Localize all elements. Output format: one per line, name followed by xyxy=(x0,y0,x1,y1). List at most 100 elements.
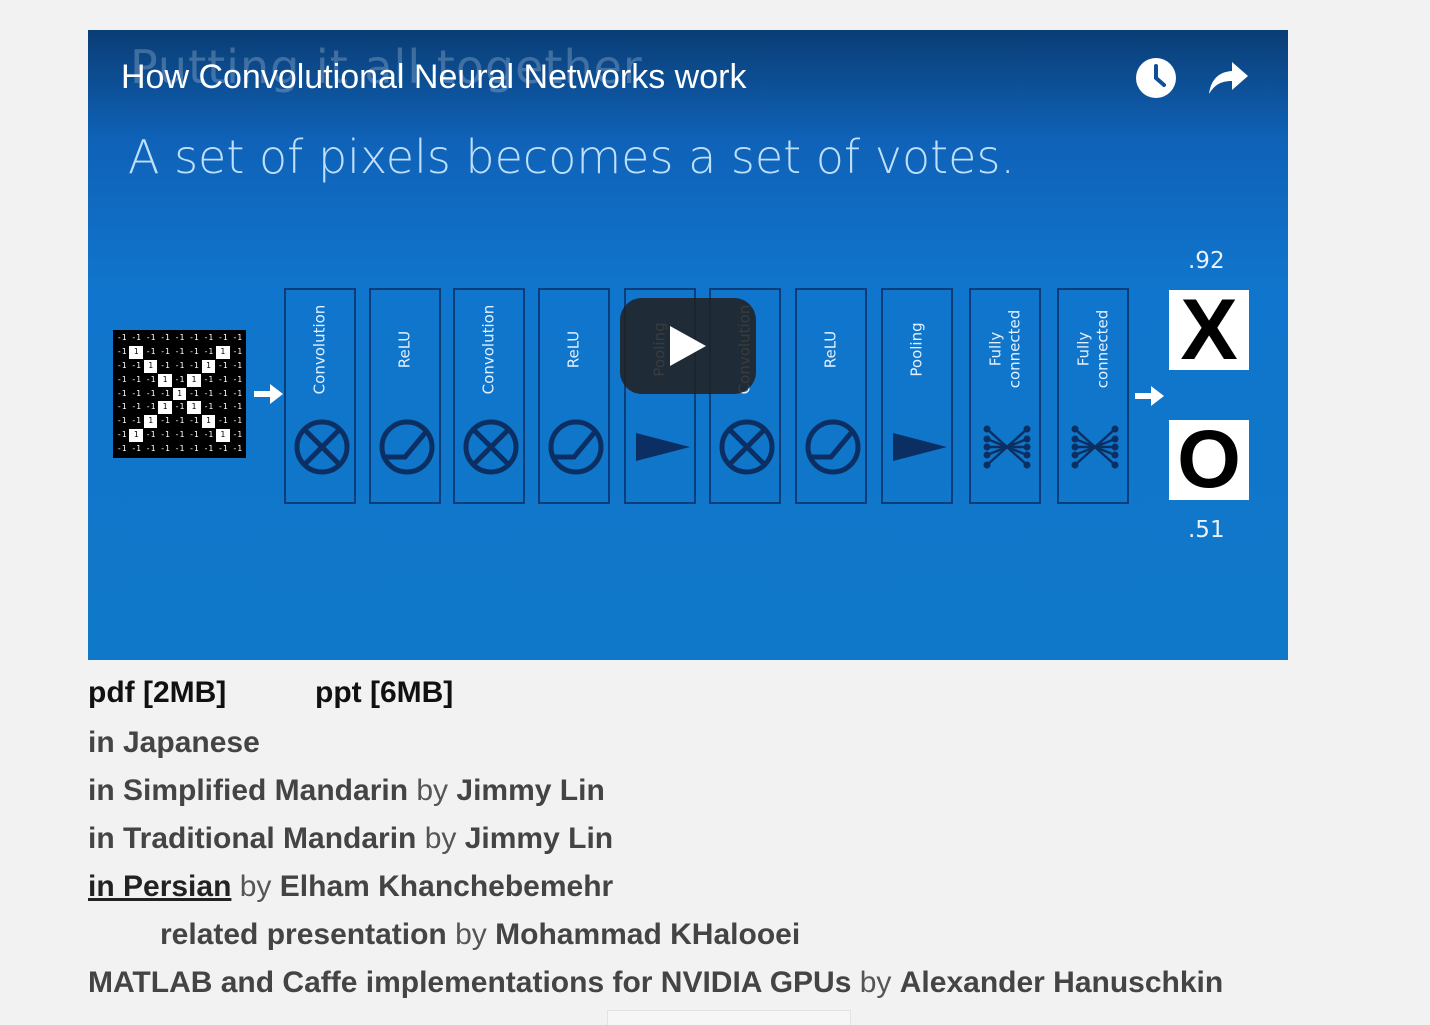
layer-fully-connected: Fully connected xyxy=(1057,288,1129,504)
pixel-cell: -1 xyxy=(116,388,127,398)
pixel-cell: 1 xyxy=(201,359,216,373)
pixel-cell: -1 xyxy=(145,388,156,398)
layer-label: ReLU xyxy=(797,290,865,408)
layer-label: Convolution xyxy=(455,290,523,408)
jimmy-lin-link[interactable]: Jimmy Lin xyxy=(456,774,605,807)
pixel-cell: -1 xyxy=(174,374,185,384)
pixel-cell: -1 xyxy=(116,444,127,454)
layer-fully-connected: Fully connected xyxy=(969,288,1041,504)
layer-relu: ReLU xyxy=(369,288,441,504)
play-button[interactable] xyxy=(620,298,756,394)
pixel-cell: 1 xyxy=(129,429,143,443)
clock-icon[interactable] xyxy=(1135,57,1177,99)
pixel-cell: -1 xyxy=(116,374,127,384)
pixel-cell: -1 xyxy=(203,388,214,398)
pdf-download-link[interactable]: pdf [2MB] xyxy=(88,676,227,709)
persian-link[interactable]: in Persian xyxy=(88,870,232,903)
alexander-link[interactable]: Alexander Hanuschkin xyxy=(899,966,1224,999)
pixel-cell: -1 xyxy=(116,430,127,440)
pixel-cell: -1 xyxy=(145,402,156,412)
pixel-cell: -1 xyxy=(232,374,243,384)
by-text: by xyxy=(416,774,449,807)
layer-label: Fully connected xyxy=(1059,290,1127,408)
related-presentation-link[interactable]: related presentation xyxy=(160,918,447,951)
relu-icon xyxy=(379,419,435,475)
pixel-cell: -1 xyxy=(218,402,228,412)
pixel-cell: -1 xyxy=(232,360,243,370)
pixel-cell: 1 xyxy=(201,415,216,429)
share-arrow-icon[interactable] xyxy=(1206,58,1250,98)
layer-label: ReLU xyxy=(540,290,608,408)
pixel-cell: -1 xyxy=(203,402,214,412)
pixel-cell: -1 xyxy=(174,402,185,412)
japanese-link[interactable]: in Japanese xyxy=(88,726,260,759)
pixel-cell: -1 xyxy=(203,333,214,342)
pixel-cell: 1 xyxy=(187,401,201,415)
pixel-cell: -1 xyxy=(174,444,185,454)
ppt-download-link[interactable]: ppt [6MB] xyxy=(315,676,454,709)
layer-convolution: Convolution xyxy=(453,288,525,504)
video-player[interactable]: Putting it all together How Convolutiona… xyxy=(88,30,1288,660)
jimmy-lin-link[interactable]: Jimmy Lin xyxy=(464,822,614,855)
pixel-cell: -1 xyxy=(203,374,214,384)
layer-relu: ReLU xyxy=(795,288,867,504)
pixel-cell: -1 xyxy=(232,388,243,398)
pixel-cell: 1 xyxy=(158,373,172,387)
layer-label: Pooling xyxy=(883,290,951,408)
convolution-icon xyxy=(719,419,775,475)
layer-label-text: Pooling xyxy=(907,321,926,377)
slide-subtitle: A set of pixels becomes a set of votes. xyxy=(128,130,1016,184)
convolution-icon xyxy=(463,419,519,475)
simplified-mandarin-link[interactable]: in Simplified Mandarin xyxy=(88,774,409,807)
fully-connected-icon xyxy=(1071,425,1119,469)
pixel-cell: -1 xyxy=(174,360,185,370)
pixel-cell: -1 xyxy=(116,416,127,426)
bottom-tab xyxy=(607,1010,851,1025)
pixel-cell: -1 xyxy=(145,333,156,342)
persian-line: in Persian by Elham Khanchebemehr xyxy=(88,870,613,904)
layer-convolution: Convolution xyxy=(709,288,781,504)
pixel-cell: 1 xyxy=(187,373,201,387)
layer-relu: ReLU xyxy=(538,288,610,504)
pooling-icon xyxy=(636,433,690,461)
pixel-cell: 1 xyxy=(158,401,172,415)
pixel-cell: -1 xyxy=(160,416,170,426)
pixel-cell: -1 xyxy=(145,430,156,440)
traditional-mandarin-link[interactable]: in Traditional Mandarin xyxy=(88,822,417,855)
pixel-cell: 1 xyxy=(143,415,158,429)
pixel-cell: -1 xyxy=(131,416,141,426)
score-x: .92 xyxy=(1188,248,1225,274)
pixel-cell: -1 xyxy=(160,333,170,342)
pixel-cell: 1 xyxy=(216,345,230,359)
pixel-cell: -1 xyxy=(232,416,243,426)
by-text: by xyxy=(424,822,457,855)
pixel-cell: -1 xyxy=(160,430,170,440)
mohammad-link[interactable]: Mohammad KHalooei xyxy=(495,918,801,951)
layer-label-text: Convolution xyxy=(479,304,498,394)
pixel-cell: -1 xyxy=(232,346,243,356)
layer-label: Fully connected xyxy=(971,290,1039,408)
elham-link[interactable]: Elham Khanchebemehr xyxy=(279,870,614,903)
matlab-caffe-link[interactable]: MATLAB and Caffe implementations for NVI… xyxy=(88,966,852,999)
pixel-cell: -1 xyxy=(218,374,228,384)
by-text: by xyxy=(455,918,487,951)
pixel-cell: -1 xyxy=(116,402,127,412)
pixel-cell: -1 xyxy=(131,402,141,412)
video-title[interactable]: How Convolutional Neural Networks work xyxy=(121,58,747,96)
pixel-cell: -1 xyxy=(189,416,199,426)
pixel-cell: -1 xyxy=(203,346,214,356)
pixel-cell: -1 xyxy=(131,388,141,398)
pixel-cell: -1 xyxy=(232,430,243,440)
pixel-cell: -1 xyxy=(160,444,170,454)
pixel-cell: -1 xyxy=(218,333,228,342)
pixel-cell: -1 xyxy=(160,360,170,370)
relu-icon xyxy=(548,419,604,475)
pixel-cell: -1 xyxy=(232,402,243,412)
layer-pooling: Pooling xyxy=(881,288,953,504)
output-o: O xyxy=(1169,414,1249,505)
layer-label-text: ReLU xyxy=(821,330,840,368)
pixel-cell: -1 xyxy=(174,430,185,440)
pixel-cell: -1 xyxy=(218,416,228,426)
pixel-cell: -1 xyxy=(189,430,199,440)
